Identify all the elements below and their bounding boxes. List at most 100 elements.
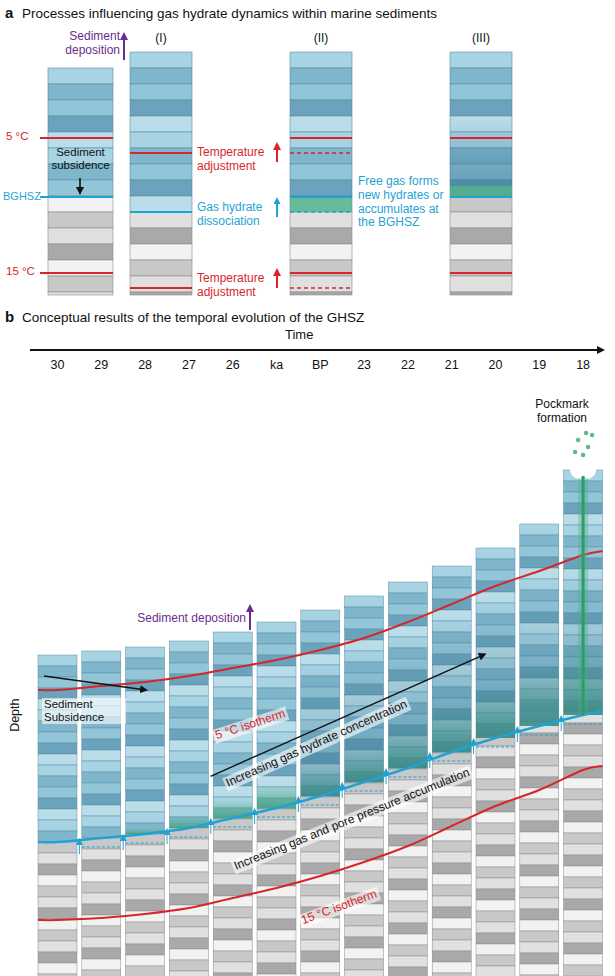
sediment-layer	[213, 874, 252, 885]
sediment-layer	[432, 863, 471, 874]
sediment-layer	[564, 833, 603, 844]
text-label: Conceptual results of the temporal evolu…	[22, 310, 364, 326]
sediment-layer	[388, 967, 427, 976]
sediment-layer	[520, 964, 559, 975]
sediment-layer	[388, 813, 427, 824]
sediment-layer	[432, 951, 471, 962]
sediment-layer	[476, 900, 515, 911]
sediment-layer	[432, 885, 471, 896]
bghsz-shift-arrow	[79, 840, 80, 854]
sediment-layer	[290, 164, 352, 180]
sediment-layer	[126, 889, 165, 900]
sediment-layer	[520, 975, 559, 976]
sediment-layer	[290, 228, 352, 244]
sediment-layer	[345, 937, 384, 948]
sediment-layer	[257, 820, 296, 831]
sediment-layer	[257, 666, 296, 677]
sediment-layer	[388, 582, 427, 593]
sediment-layer	[564, 877, 603, 888]
sediment-layer	[126, 757, 165, 768]
sediment-layer	[38, 655, 77, 666]
sediment-layer	[564, 855, 603, 866]
sediment-layer	[169, 707, 208, 718]
sediment-layer	[388, 923, 427, 934]
panel-b-columns	[38, 470, 603, 976]
sediment-layer	[169, 949, 208, 960]
sediment-layer	[476, 570, 515, 581]
hydrate-shading	[388, 632, 427, 768]
sediment-layer	[126, 768, 165, 779]
sediment-layer	[520, 876, 559, 887]
sediment-layer	[82, 871, 121, 882]
sediment-layer	[169, 795, 208, 806]
text-label: (I)	[146, 32, 176, 46]
sediment-layer	[126, 713, 165, 724]
old-bghsz	[345, 790, 384, 791]
text-label: 19	[521, 358, 557, 372]
sediment-layer	[450, 212, 512, 228]
sediment-layer	[213, 643, 252, 654]
sediment-layer	[520, 898, 559, 909]
sediment-layer	[450, 68, 512, 84]
sediment-layer	[82, 772, 121, 783]
sediment-layer	[564, 932, 603, 943]
sediment-layer	[48, 132, 113, 148]
old-bghsz	[476, 746, 515, 747]
sediment-layer	[82, 816, 121, 827]
sediment-layer	[432, 753, 471, 764]
pockmark	[570, 431, 596, 715]
hydrate-shading	[476, 596, 515, 738]
deposition-arrow	[123, 34, 125, 60]
sediment-layer	[38, 952, 77, 963]
sediment-layer	[432, 852, 471, 863]
rotated-label: 15 °C isotherm	[298, 887, 381, 929]
sediment-layer	[301, 962, 340, 973]
sediment-layer	[126, 669, 165, 680]
sediment-layer	[257, 974, 296, 976]
text-label: 21	[434, 358, 470, 372]
sediment-layer	[520, 832, 559, 843]
sediment-layer	[38, 820, 77, 831]
old-bghsz	[520, 734, 559, 735]
sediment-layer	[38, 842, 77, 853]
sediment-layer	[257, 864, 296, 875]
sediment-layer	[564, 954, 603, 965]
sediment-layer	[476, 548, 515, 559]
sediment-layer	[126, 746, 165, 757]
sediment-layer	[450, 228, 512, 244]
text-label: 23	[346, 358, 382, 372]
sediment-layer	[257, 963, 296, 974]
sediment-layer	[82, 893, 121, 904]
sediment-layer	[476, 856, 515, 867]
sediment-layer	[82, 948, 121, 959]
sediment-layer	[126, 955, 165, 966]
sediment-layer	[432, 907, 471, 918]
sediment-layer	[126, 735, 165, 746]
sediment-layer	[520, 909, 559, 920]
sediment-layer	[290, 180, 352, 196]
sediment-layer	[82, 926, 121, 937]
sediment-layer	[476, 944, 515, 955]
sediment-layer	[38, 864, 77, 875]
sediment-layer	[130, 292, 192, 295]
sediment-layer	[564, 723, 603, 734]
rotated-label: Depth	[9, 699, 23, 732]
sediment-layer	[213, 654, 252, 665]
sediment-layer	[213, 742, 252, 753]
sediment-layer	[476, 559, 515, 570]
sediment-layer	[48, 196, 113, 212]
bghsz-shift-arrow	[123, 836, 124, 850]
sediment-layer	[130, 196, 192, 212]
old-bghsz	[564, 723, 603, 724]
sediment-layer	[564, 943, 603, 954]
sediment-layer	[432, 929, 471, 940]
temperature-arrow	[276, 144, 278, 162]
sediment-layer	[38, 886, 77, 897]
sediment-layer	[564, 822, 603, 833]
text-label: 30	[40, 358, 76, 372]
sediment-layer	[126, 724, 165, 735]
sediment-layer	[388, 604, 427, 615]
sediment-layer	[169, 872, 208, 883]
sediment-layer	[564, 756, 603, 767]
sediment-layer	[169, 861, 208, 872]
